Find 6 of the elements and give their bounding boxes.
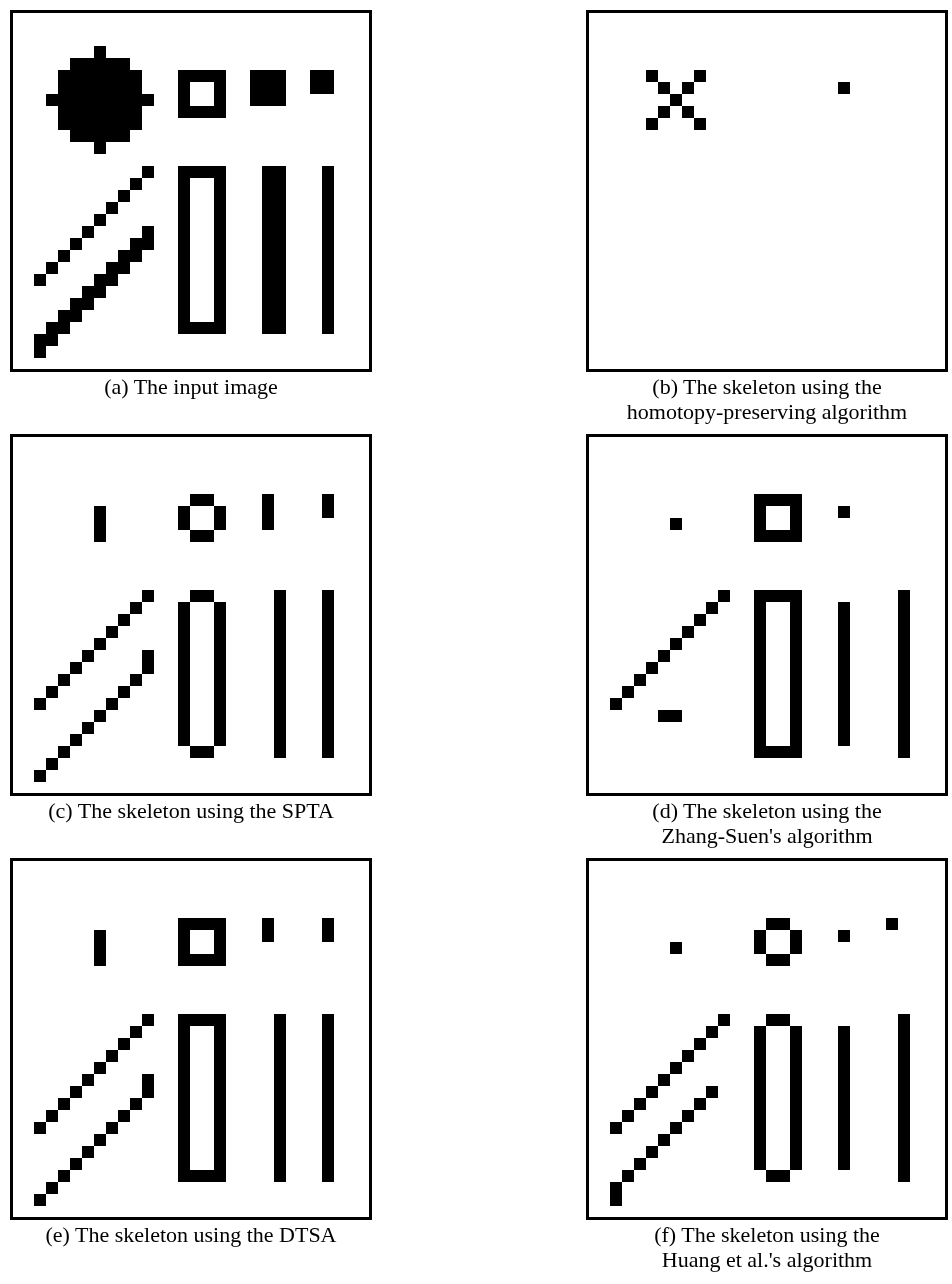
- figure-caption: (c) The skeleton using the SPTA: [47, 798, 335, 823]
- figure-caption: (b) The skeleton using the homotopy-preserving algorithm: [626, 374, 908, 424]
- figure-caption: (e) The skeleton using the DTSA: [44, 1222, 338, 1247]
- figure-caption: (f) The skeleton using the Huang et al.'s algorithm: [653, 1222, 881, 1272]
- figure-caption: (a) The input image: [103, 374, 279, 399]
- figure-caption: (d) The skeleton using the Zhang-Suen's algorithm: [651, 798, 883, 848]
